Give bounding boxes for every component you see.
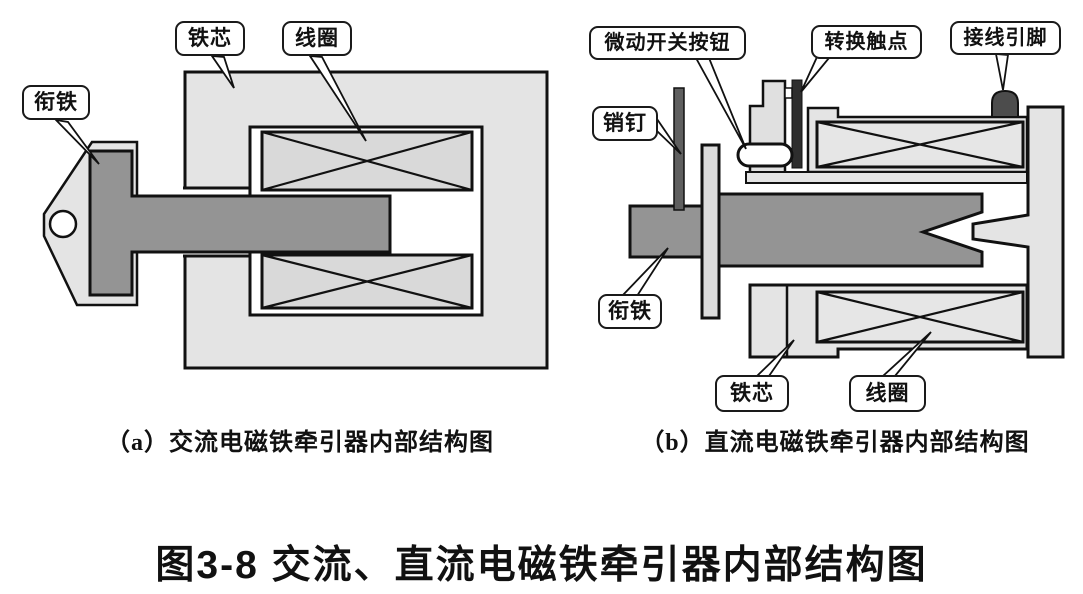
panel-b-contact-detail: [784, 87, 793, 99]
panel-a-diagram: [42, 54, 549, 370]
panel-b-terminal-pin-leader: [994, 53, 1010, 91]
panel-b-coil-top: [815, 120, 1025, 169]
panel-b-diagram: [619, 53, 1065, 377]
panel-b-mounting-plate: [745, 171, 1028, 184]
panel-b-coil-label: 线圈: [849, 375, 926, 412]
panel-b-micro-switch-button-label: 微动开关按钮: [589, 26, 746, 60]
panel-b-switch-button-leader: [694, 57, 747, 150]
panel-a-armature-label: 衔铁: [22, 85, 90, 120]
panel-b-pin-shape: [673, 87, 685, 211]
figure-title: 图3-8 交流、直流电磁铁牵引器内部结构图: [155, 544, 928, 587]
panel-a-core-label: 铁芯: [175, 21, 245, 56]
panel-b-core-label: 铁芯: [715, 375, 789, 412]
panel-a-coil-label: 线圈: [282, 21, 352, 56]
panel-b-right-core-shape: [971, 105, 1065, 359]
panel-b-contact-shape: [791, 79, 803, 169]
panel-b-armature-label: 衔铁: [598, 294, 662, 329]
panel-b-armature-shape: [715, 192, 984, 268]
panel-a-core-leader: [210, 54, 235, 89]
panel-b-pin-label: 销钉: [592, 106, 658, 141]
panel-b-terminal-pin-shape: [991, 89, 1019, 118]
panel-b-contact-leader: [800, 56, 831, 93]
panel-a-caption: （a）交流电磁铁牵引器内部结构图: [106, 430, 494, 456]
panel-b-coil-bottom: [815, 290, 1025, 344]
panel-a-bracket-hole: [48, 209, 78, 239]
panel-a-armature-shape: [88, 149, 392, 297]
panel-a-coil-top: [260, 130, 474, 192]
panel-b-caption: （b）直流电磁铁牵引器内部结构图: [640, 430, 1030, 456]
panel-a-armature-leader: [53, 118, 100, 165]
panel-a-coil-bottom: [260, 253, 474, 310]
panel-b-changeover-contact-label: 转换触点: [811, 25, 922, 59]
panel-a-coil-leader: [308, 54, 367, 142]
panel-b-switch-button-shape: [736, 142, 794, 168]
panel-b-terminal-pin-label: 接线引脚: [950, 21, 1061, 55]
panel-b-cross-plate: [700, 143, 721, 320]
